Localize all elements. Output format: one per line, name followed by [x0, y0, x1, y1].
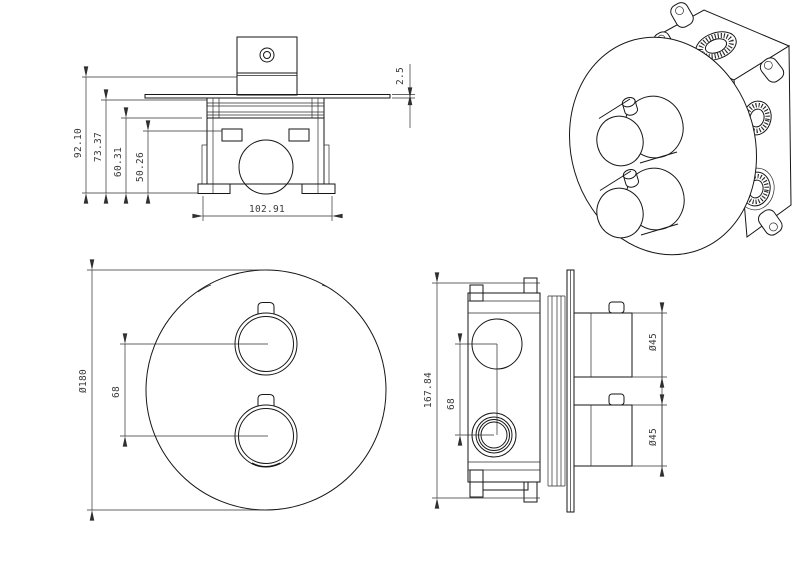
upper-knob [234, 302, 298, 376]
housing-tab-bottom [523, 481, 538, 503]
knob-nub-icon [621, 97, 639, 116]
dim-group-front-face: Ø180 68 [78, 259, 268, 521]
mounting-bracket [236, 36, 298, 96]
body-notch-right [288, 128, 310, 142]
dim-plate-diameter: Ø180 [78, 369, 89, 393]
dim-upper-handle-diameter: Ø45 [648, 333, 659, 351]
foot-right [301, 183, 336, 194]
dim-overall-height: 92.10 [73, 128, 84, 158]
valve-body [197, 97, 336, 195]
dim-side-overall-height: 167.84 [423, 372, 434, 408]
view-front-elevation: 92.10 73.37 60.31 50.26 102.91 2.5 [73, 36, 415, 221]
knob-chin-arc [251, 462, 281, 467]
iso-lower-knob [596, 167, 685, 239]
housing-ear-bottom [469, 469, 484, 498]
knob-nub-icon [622, 169, 640, 188]
housing-base-bar [482, 481, 529, 491]
dim-lower-handle-diameter: Ø45 [648, 428, 659, 446]
view-front-face: Ø180 68 [78, 259, 387, 521]
dim-group-front-elevation: 92.10 73.37 60.31 50.26 102.91 2.5 [73, 64, 415, 221]
plate-detail-arc [321, 284, 335, 292]
plate-detail-arc [197, 284, 212, 293]
dim-side-handle-spacing: 68 [446, 398, 457, 410]
body-notch-left [221, 128, 243, 142]
view-isometric [569, 2, 792, 256]
bracket-screw-icon [259, 47, 275, 63]
body-port-circle [238, 139, 294, 195]
housing-ear-top [469, 284, 484, 302]
flange-layers [547, 295, 566, 487]
foot-left [197, 183, 231, 194]
threaded-port-top-icon [695, 31, 737, 61]
knob-nub-icon [608, 393, 625, 406]
dim-group-side-view: 167.84 68 Ø45 Ø45 [423, 272, 667, 509]
dim-plate-to-base: 73.37 [93, 132, 104, 162]
lower-knob [234, 394, 298, 468]
mounting-lug-icon [670, 2, 694, 28]
housing-box [467, 277, 541, 503]
dim-body-width: 102.91 [249, 204, 285, 215]
housing-tab-top [523, 277, 538, 294]
mounting-lug-icon [757, 209, 783, 236]
dim-plate-thickness: 2.5 [395, 67, 406, 85]
view-side-section: 167.84 68 Ø45 Ø45 [423, 269, 667, 513]
dim-handle-spacing: 68 [111, 386, 122, 398]
dim-body-to-base: 50.26 [135, 152, 146, 182]
dim-trim-to-base: 60.31 [113, 147, 124, 177]
knob-nub-icon [608, 301, 625, 314]
side-lower-knob [573, 393, 633, 467]
side-upper-knob [573, 301, 633, 378]
mounting-lug-icon [759, 57, 785, 83]
iso-upper-knob [596, 95, 684, 167]
